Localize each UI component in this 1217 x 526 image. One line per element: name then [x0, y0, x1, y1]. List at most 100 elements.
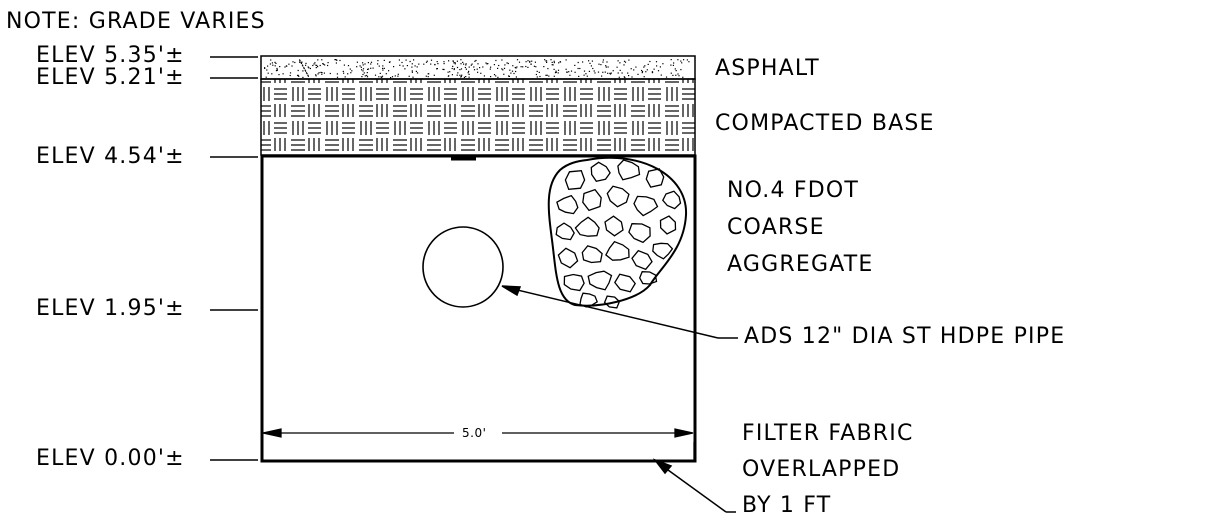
asphalt-stipple [265, 76, 267, 78]
asphalt-stipple [456, 60, 458, 62]
aggregate-rock [604, 215, 624, 237]
asphalt-stipple [460, 75, 462, 77]
asphalt-stipple [460, 59, 462, 61]
asphalt-stipple [411, 71, 413, 73]
asphalt-stipple [411, 66, 413, 68]
asphalt-stipple [267, 72, 269, 74]
asphalt-stipple [514, 66, 516, 69]
asphalt-stipple [568, 71, 570, 73]
width-dimension [261, 428, 695, 462]
fabric-label-line-2: OVERLAPPED [742, 457, 901, 482]
asphalt-stipple [641, 72, 643, 74]
asphalt-stipple [515, 70, 517, 73]
asphalt-stipple [381, 75, 384, 77]
asphalt-stipple [674, 68, 676, 70]
asphalt-stipple [298, 75, 300, 77]
asphalt-stipple [430, 59, 433, 61]
asphalt-stipple [414, 65, 416, 67]
asphalt-stipple [570, 70, 573, 72]
asphalt-stipple [539, 75, 541, 78]
asphalt-stipple [579, 67, 581, 70]
asphalt-stipple [612, 70, 614, 72]
asphalt-stipple [378, 65, 380, 67]
asphalt-stipple [464, 66, 466, 69]
asphalt-stipple [502, 69, 504, 71]
asphalt-stipple [366, 76, 369, 78]
asphalt-stipple [637, 73, 639, 75]
asphalt-stipple [495, 59, 497, 62]
asphalt-layer [260, 55, 696, 80]
asphalt-stipple [323, 72, 325, 74]
asphalt-stipple [397, 73, 399, 75]
asphalt-stipple [434, 63, 436, 66]
asphalt-stipple [327, 62, 329, 64]
asphalt-stipple [425, 61, 428, 63]
asphalt-stipple [312, 64, 314, 67]
asphalt-stipple [364, 63, 366, 65]
asphalt-stipple [377, 63, 379, 65]
asphalt-stipple [456, 74, 458, 76]
asphalt-stipple [574, 71, 576, 73]
asphalt-stipple [534, 61, 536, 63]
asphalt-label: ASPHALT [715, 56, 820, 81]
asphalt-stipple [553, 62, 555, 64]
asphalt-stipple [660, 74, 662, 76]
asphalt-stipple [644, 65, 646, 67]
asphalt-stipple [430, 63, 432, 65]
asphalt-stipple [390, 77, 392, 79]
asphalt-stipple [533, 65, 535, 67]
asphalt-stipple [645, 71, 647, 73]
asphalt-stipple [553, 75, 555, 77]
asphalt-stipple [451, 67, 453, 70]
asphalt-stipple [649, 60, 651, 63]
asphalt-stipple [616, 66, 618, 68]
asphalt-stipple [619, 62, 621, 64]
asphalt-stipple [672, 64, 674, 66]
asphalt-stipple [401, 61, 403, 64]
asphalt-stipple [404, 68, 406, 70]
asphalt-stipple [578, 75, 580, 77]
asphalt-stipple [665, 76, 668, 78]
asphalt-stipple [554, 72, 557, 74]
asphalt-stipple [497, 67, 499, 69]
asphalt-stipple [602, 61, 604, 63]
asphalt-stipple [621, 72, 623, 74]
aggregate-rock [605, 240, 630, 261]
asphalt-stipple [264, 67, 266, 69]
asphalt-stipple [471, 63, 473, 65]
asphalt-stipple [592, 67, 594, 70]
asphalt-stipple [647, 63, 649, 65]
asphalt-stipple [525, 65, 527, 68]
asphalt-stipple [302, 65, 304, 67]
asphalt-stipple [641, 69, 643, 72]
asphalt-stipple [313, 63, 315, 65]
asphalt-stipple [509, 69, 511, 71]
asphalt-stipple [619, 69, 621, 71]
asphalt-stipple [460, 76, 462, 78]
aggregate-rock [662, 190, 682, 210]
asphalt-stipple [577, 67, 579, 70]
pipe-symbol [422, 226, 504, 308]
asphalt-stipple [284, 66, 286, 68]
asphalt-stipple [602, 59, 604, 61]
asphalt-stipple [363, 72, 365, 74]
asphalt-stipple [463, 76, 465, 78]
asphalt-stipple [364, 75, 366, 77]
asphalt-stipple [585, 73, 587, 75]
asphalt-stipple [356, 61, 358, 63]
aggregate-label-line-2: COARSE [727, 215, 825, 240]
elevation-label-0-00: ELEV 0.00'± [36, 446, 185, 471]
asphalt-stipple [565, 68, 567, 70]
asphalt-stipple [463, 63, 465, 65]
asphalt-stipple [516, 66, 518, 68]
aggregate-rock [631, 249, 653, 271]
asphalt-stipple [543, 66, 545, 68]
elevation-label-5-35: ELEV 5.35'± [36, 43, 185, 68]
asphalt-stipple [347, 73, 349, 75]
asphalt-stipple [594, 72, 596, 74]
asphalt-stipple [405, 59, 407, 61]
asphalt-stipple [459, 69, 461, 71]
asphalt-stipple [344, 76, 346, 78]
asphalt-stipple [498, 64, 500, 67]
asphalt-stipple [477, 63, 479, 65]
